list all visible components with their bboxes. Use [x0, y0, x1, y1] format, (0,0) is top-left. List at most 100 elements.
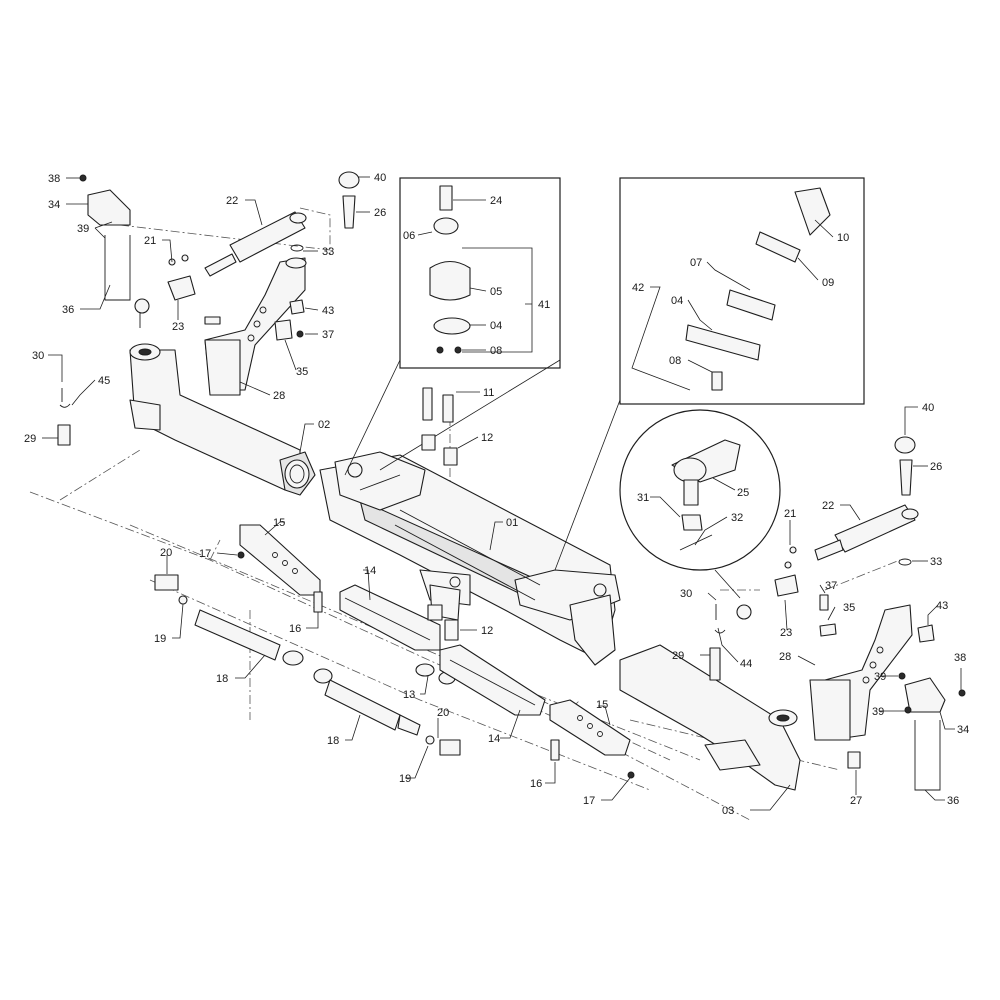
- inset-leader-41b: [379, 359, 561, 471]
- axle-housing-body: [319, 451, 621, 666]
- right-steering-cylinder-22: [814, 504, 919, 561]
- callout-43b: 43: [936, 600, 948, 612]
- leader-lines: [42, 176, 962, 811]
- callout-08b: 08: [669, 355, 681, 367]
- left-small-parts: [57, 171, 360, 446]
- callout-27: 27: [850, 795, 862, 807]
- callout-37a: 37: [322, 329, 334, 341]
- callout-44: 44: [740, 658, 752, 670]
- callout-32: 32: [731, 512, 743, 524]
- callout-21a: 21: [144, 235, 156, 247]
- callout-43a: 43: [322, 305, 334, 317]
- callout-03: 03: [722, 805, 734, 817]
- callout-22b: 22: [822, 500, 834, 512]
- drag-link-14-right: [439, 644, 546, 716]
- callout-17b: 17: [583, 795, 595, 807]
- callout-45a: 45: [98, 375, 110, 387]
- callout-23a: 23: [172, 321, 184, 333]
- callout-07: 07: [690, 257, 702, 269]
- hydraulic-cylinder-18-right: [313, 668, 461, 756]
- callout-41: 41: [538, 299, 550, 311]
- callout-36a: 36: [62, 304, 74, 316]
- kingpin-pins-11-12: [421, 387, 458, 466]
- callout-26a: 26: [374, 207, 386, 219]
- right-small-parts: [709, 436, 966, 769]
- inset-leader-41: [344, 359, 401, 476]
- callout-04b: 04: [671, 295, 683, 307]
- callout-35a: 35: [296, 366, 308, 378]
- callout-40b: 40: [922, 402, 934, 414]
- callout-28b: 28: [779, 651, 791, 663]
- hydraulic-cylinder-18-left: [154, 574, 304, 666]
- callout-39a: 39: [77, 223, 89, 235]
- callout-19b: 19: [399, 773, 411, 785]
- callout-34b: 34: [957, 724, 969, 736]
- callout-23b: 23: [780, 627, 792, 639]
- callout-02a: 02: [318, 419, 330, 431]
- callout-30b: 30: [680, 588, 692, 600]
- inset-box-42: [619, 177, 865, 405]
- left-tie-rod-end-23: [134, 275, 196, 328]
- callout-11: 11: [483, 387, 494, 399]
- callout-15a: 15: [273, 517, 285, 529]
- drag-link-14-left: [339, 584, 441, 651]
- callout-16a: 16: [289, 623, 301, 635]
- callout-29b: 29: [672, 650, 684, 662]
- right-axle-arm: [619, 644, 801, 791]
- callout-09: 09: [822, 277, 834, 289]
- callout-38b: 38: [954, 652, 966, 664]
- callout-33b: 33: [930, 556, 942, 568]
- left-bracket-34-36: [79, 174, 131, 301]
- track-rod-15-right: [549, 699, 635, 779]
- callout-40a: 40: [374, 172, 386, 184]
- callout-10: 10: [837, 232, 849, 244]
- callout-25: 25: [737, 487, 749, 499]
- callout-31: 31: [637, 492, 649, 504]
- callout-18b: 18: [327, 735, 339, 747]
- callout-35b: 35: [843, 602, 855, 614]
- callout-30a: 30: [32, 350, 44, 362]
- callout-16b: 16: [530, 778, 542, 790]
- inset-leader-42: [554, 399, 621, 571]
- callout-12b: 12: [481, 625, 493, 637]
- callout-28a: 28: [273, 390, 285, 402]
- callout-38a: 38: [48, 173, 60, 185]
- callout-29a: 29: [24, 433, 36, 445]
- left-steering-cylinder-22: [204, 211, 307, 277]
- callout-13: 13: [403, 689, 415, 701]
- callout-20b: 20: [437, 707, 449, 719]
- callout-19a: 19: [154, 633, 166, 645]
- inset-circle-25: [619, 409, 781, 571]
- callout-42: 42: [632, 282, 644, 294]
- callout-18a: 18: [216, 673, 228, 685]
- callout-05: 05: [490, 286, 502, 298]
- track-rod-15-left: [237, 524, 323, 613]
- callout-20a: 20: [160, 547, 172, 559]
- callout-24: 24: [490, 195, 502, 207]
- callout-21b: 21: [784, 508, 796, 520]
- callout-22a: 22: [226, 195, 238, 207]
- callout-33a: 33: [322, 246, 334, 258]
- callout-39c: 39: [872, 706, 884, 718]
- bushing-12-13: [415, 604, 459, 685]
- callout-14b: 14: [488, 733, 500, 745]
- callout-17a: 17: [199, 548, 211, 560]
- callout-14a: 14: [364, 565, 376, 577]
- inset-leader-25: [714, 569, 741, 599]
- callout-34a: 34: [48, 199, 60, 211]
- callout-04a: 04: [490, 320, 502, 332]
- callout-26b: 26: [930, 461, 942, 473]
- callout-36b: 36: [947, 795, 959, 807]
- right-steering-bracket-28: [809, 604, 913, 741]
- left-steering-bracket-28: [204, 257, 307, 396]
- callout-08a: 08: [490, 345, 502, 357]
- callout-37b: 37: [825, 580, 837, 592]
- callout-12a: 12: [481, 432, 493, 444]
- right-bracket-34-36: [904, 677, 946, 791]
- callout-06: 06: [403, 230, 415, 242]
- callout-labels: 38 34 39 36 22 21 23 40 26 33 43 37 35 2…: [24, 172, 969, 817]
- callout-15b: 15: [596, 699, 608, 711]
- left-axle-arm: [129, 343, 316, 496]
- callout-01: 01: [506, 517, 518, 529]
